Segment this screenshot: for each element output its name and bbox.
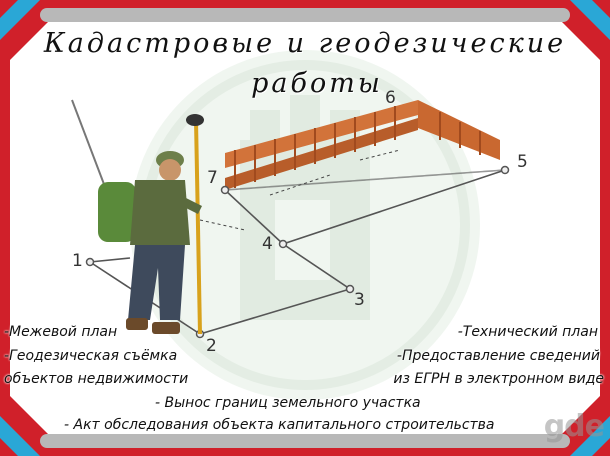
point-label-4: 4 [262,234,273,254]
service-geodetic-survey: -Геодезическая съёмка [4,348,178,364]
point-label-5: 5 [517,152,528,172]
surveyor-figure [71,99,204,335]
point-label-1: 1 [72,251,83,271]
point-label-2: 2 [206,336,217,356]
service-egrn-info: -Предоставление сведений [396,348,600,364]
service-technical-plan: -Технический план [457,324,598,340]
survey-points [85,165,510,339]
point-label-7: 7 [207,168,218,188]
dimension-marks [199,149,401,231]
watermark-logo: gde [543,409,605,444]
page-title-line-2: работы [251,68,383,99]
service-inspection-act: - Акт обследования объекта капитального … [64,417,495,433]
service-geodetic-survey-cont: объектов недвижимости [4,371,189,387]
service-boundary-plan: -Межевой план [4,324,118,340]
fence [225,100,500,190]
point-label-6: 6 [385,88,396,108]
point-label-3: 3 [354,290,365,310]
service-egrn-info-cont: из ЕГРН в электронном виде [393,371,604,387]
service-boundary-staking: - Вынос границ земельного участка [155,395,421,411]
page-title-line-1: Кадастровые и геодезические [43,28,567,59]
